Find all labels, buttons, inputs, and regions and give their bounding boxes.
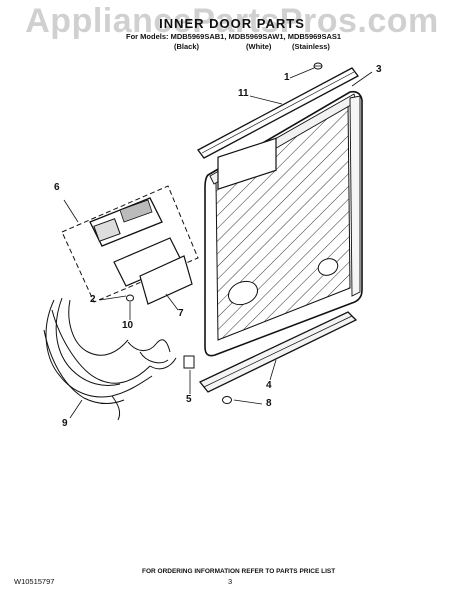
board-screw: [126, 294, 134, 302]
detergent-opening: [217, 137, 277, 190]
callout-7: 7: [178, 308, 184, 319]
leader-lines: [63, 67, 373, 419]
board-cover: [139, 255, 193, 305]
callout-9: 9: [62, 418, 68, 429]
vent-opening-right: [317, 258, 339, 276]
callout-4: 4: [266, 380, 272, 391]
wire-harness: [43, 297, 177, 421]
screw-bottom: [222, 396, 232, 404]
ordering-note: FOR ORDERING INFORMATION REFER TO PARTS …: [142, 568, 336, 575]
callout-8: 8: [266, 398, 272, 409]
door-bottom-strip: [198, 311, 358, 393]
callout-10: 10: [122, 320, 134, 331]
callout-6: 6: [54, 182, 60, 193]
inner-door-panel: [204, 90, 363, 357]
vent-opening: [227, 280, 259, 306]
variant-black: (Black): [174, 42, 200, 51]
variant-white: (White): [246, 42, 272, 51]
page-number: 3: [228, 577, 233, 586]
callout-3: 3: [376, 64, 382, 75]
callout-2: 2: [90, 294, 96, 305]
callout-1: 1: [284, 72, 290, 83]
screw-top: [313, 62, 323, 70]
small-clip: [183, 355, 195, 369]
document-number: W10515797: [14, 577, 55, 586]
callout-5: 5: [186, 394, 192, 405]
callout-11: 11: [238, 88, 249, 99]
dispenser-assembly: [61, 185, 199, 303]
page-title: INNER DOOR PARTS: [159, 16, 305, 31]
models-line: For Models: MDB5969SAB1, MDB5969SAW1, MD…: [126, 32, 342, 41]
variant-stainless: (Stainless): [292, 42, 330, 51]
door-top-seal: [197, 67, 359, 159]
